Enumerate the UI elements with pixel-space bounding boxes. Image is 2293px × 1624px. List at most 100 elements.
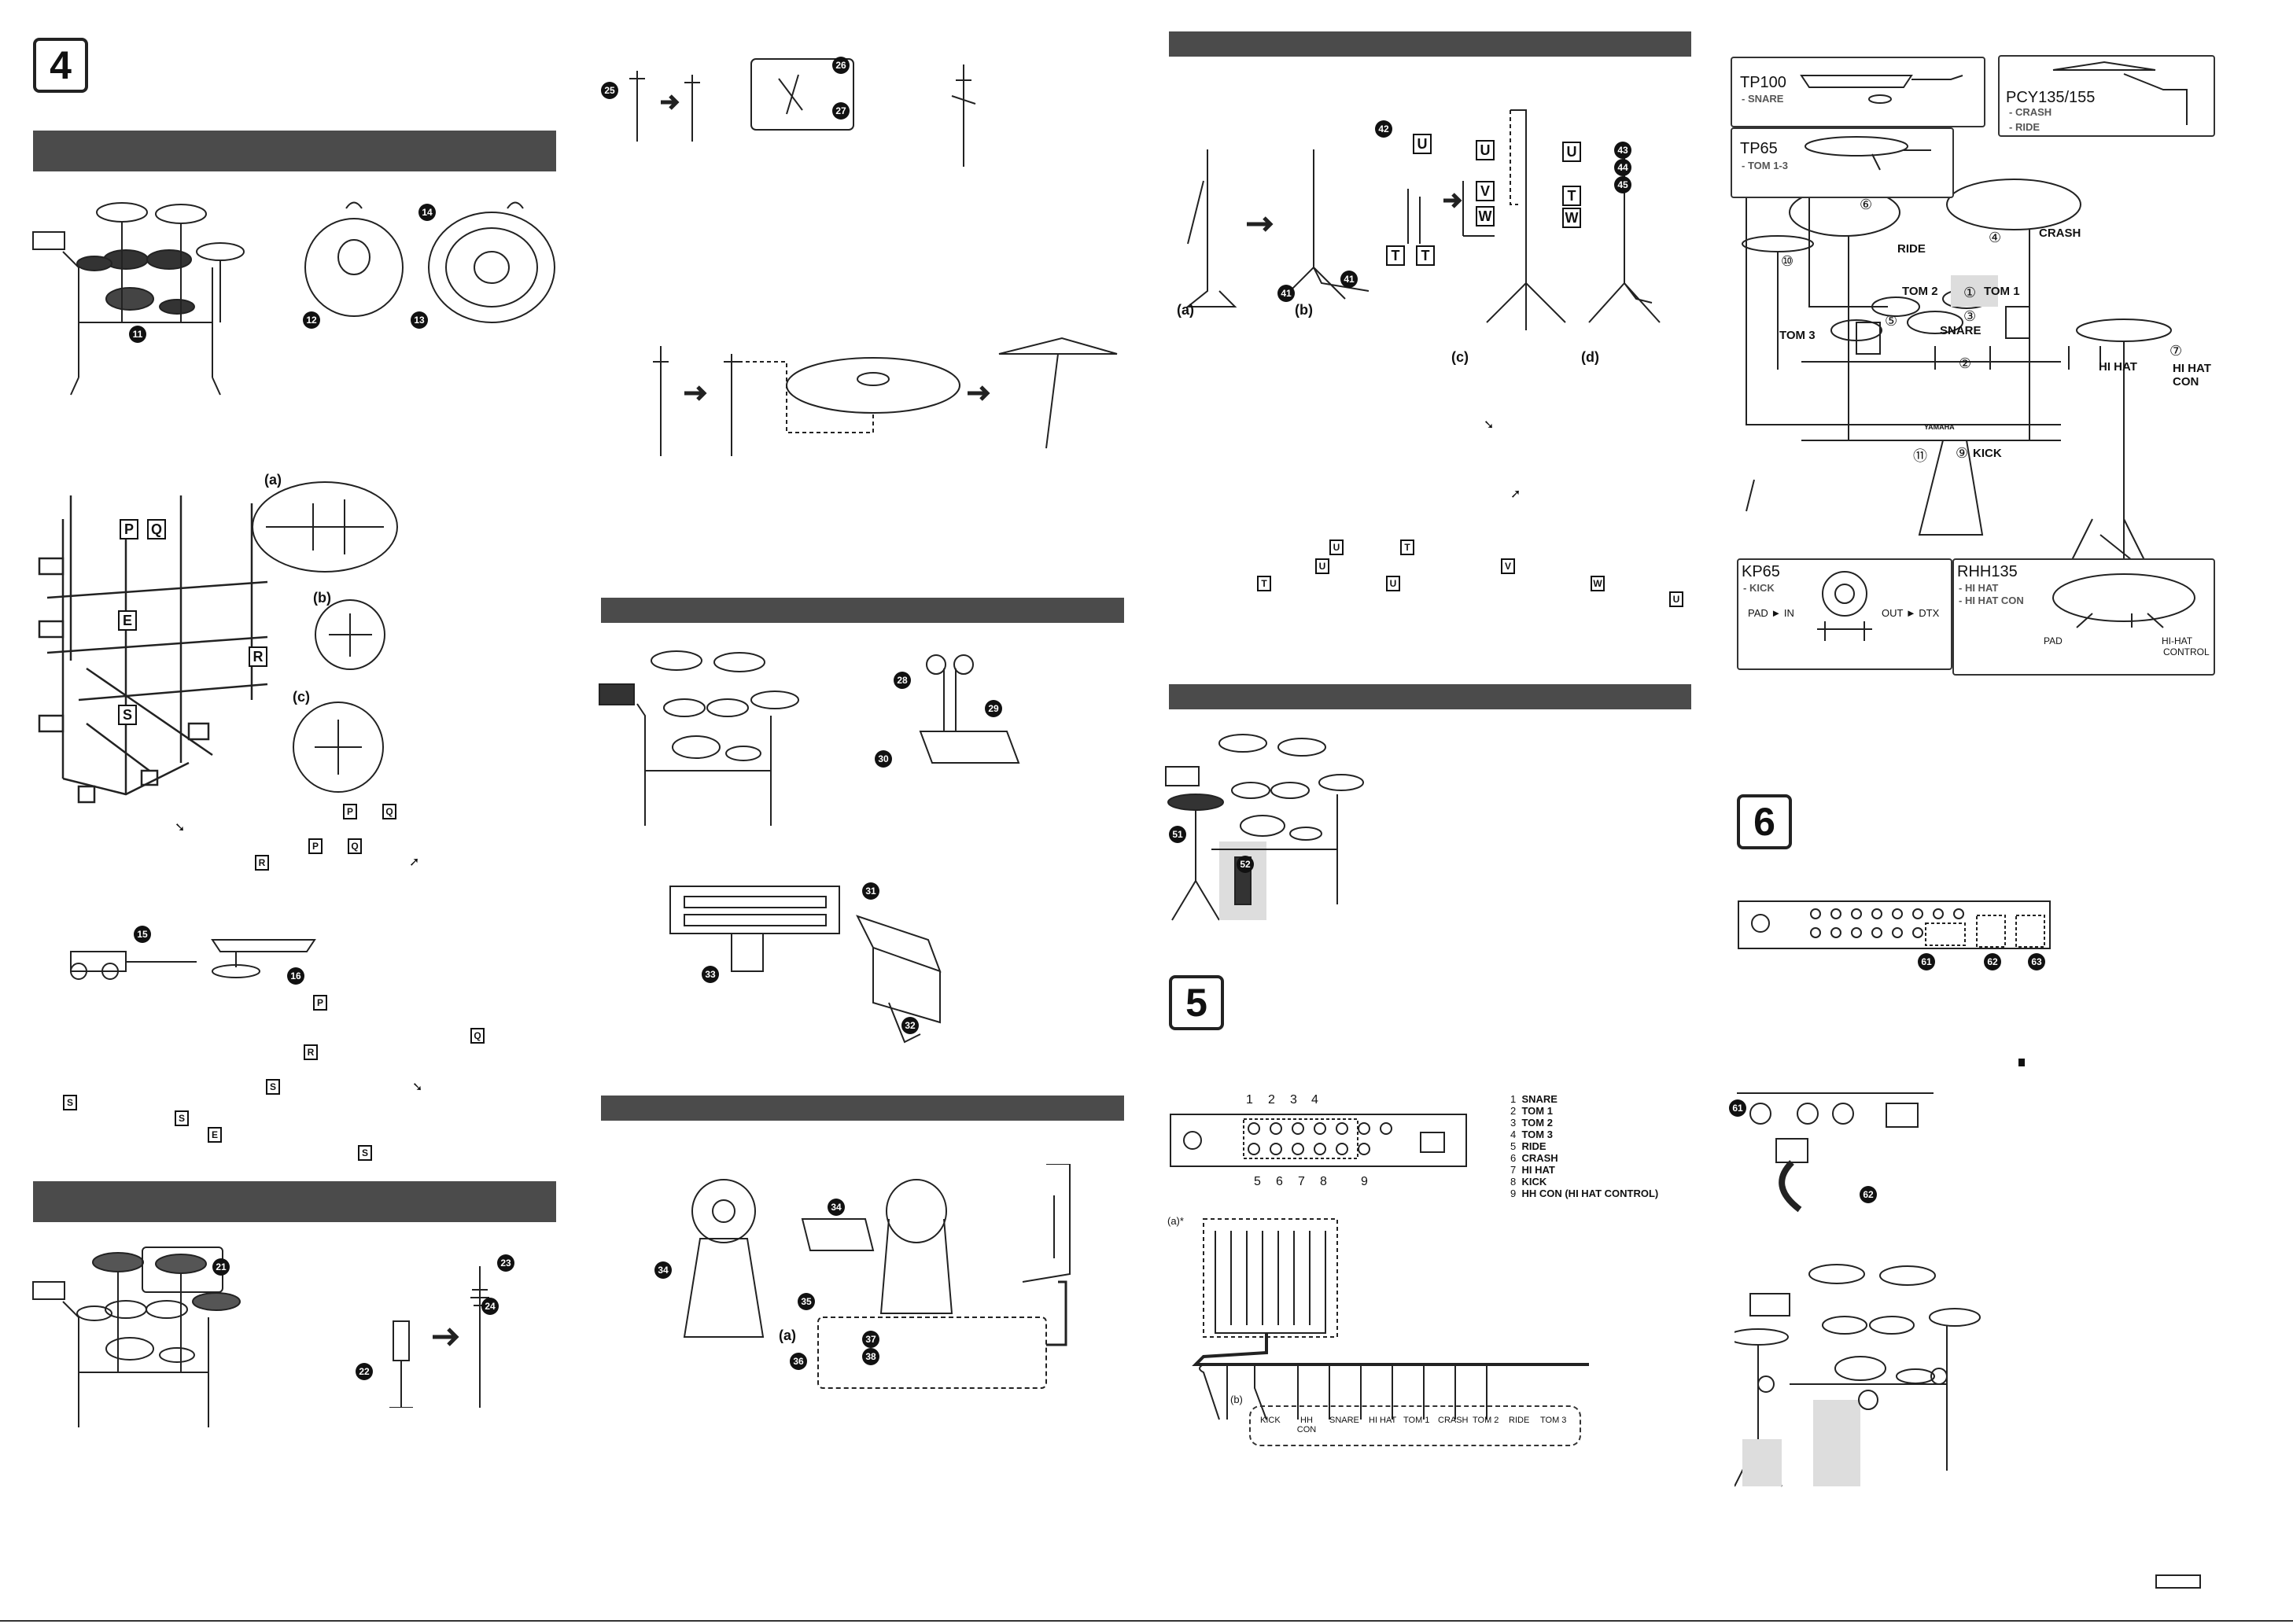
callout-13: 13: [411, 311, 428, 329]
section-bar-4: [601, 1096, 1124, 1121]
callout-12: 12: [303, 311, 320, 329]
callout-32: 32: [901, 1017, 919, 1034]
callout-45: 45: [1614, 176, 1631, 193]
letter-T-ref2: T: [1257, 576, 1271, 591]
arrow-icon-3: ➘: [1484, 418, 1495, 432]
legend-item-5: 5 RIDE: [1510, 1140, 1546, 1152]
label-a-rack: (a): [264, 472, 282, 488]
drum-kit-illustration-3: [598, 637, 802, 845]
callout-26: 26: [832, 57, 850, 74]
legend-item-6: 6 CRASH: [1510, 1152, 1558, 1164]
module-rear-panel: [1737, 900, 2052, 967]
letter-P-ref2: P: [308, 838, 323, 854]
label-a-star: (a)*: [1167, 1215, 1184, 1227]
callout-27: 27: [832, 102, 850, 120]
kit-label-tom2: TOM 2: [1902, 285, 1938, 298]
kit-label-tom1: TOM 1: [1984, 285, 2020, 298]
cymbal-attach-illustration-2: [936, 57, 991, 167]
arrow-icon-4: ➚: [1510, 488, 1521, 501]
letter-Q-ref2: Q: [348, 838, 362, 854]
kit-label-snare: SNARE: [1940, 324, 1981, 337]
callout-62b: 62: [1860, 1186, 1877, 1203]
cable-labels-box: [1249, 1405, 1581, 1446]
callout-36: 36: [790, 1353, 807, 1370]
letter-R-ref1: R: [255, 855, 269, 871]
kp65-in-label: PAD ► IN: [1748, 607, 1794, 619]
rack-assembly-illustration: [31, 464, 433, 810]
cable-label-kick: KICK: [1260, 1416, 1281, 1425]
tp100-sub: - SNARE: [1742, 93, 1784, 105]
letter-Q-ref3: Q: [470, 1028, 485, 1044]
letter-T-d: T: [1562, 186, 1581, 206]
kit-label-tom3: TOM 3: [1779, 329, 1816, 342]
cymbal-holder-illustration: [385, 1250, 519, 1408]
cable-label-tom2: TOM 2: [1473, 1416, 1499, 1425]
callout-63: 63: [2028, 953, 2045, 970]
cable-label-snare: SNARE: [1329, 1416, 1359, 1425]
jack-number-bottom-5: 5: [1254, 1175, 1261, 1188]
rhh-sub-hihat: - HI HAT: [1959, 582, 1999, 594]
panel-tp65: [1731, 127, 1954, 198]
tp65-sub: - TOM 1-3: [1742, 160, 1788, 171]
jack-number-top-1: 1: [1246, 1093, 1253, 1107]
jack-number-top-2: 2: [1268, 1093, 1275, 1107]
label-b-cables: (b): [1230, 1394, 1243, 1405]
rhh-pad-label: PAD: [2044, 635, 2063, 646]
callout-35: 35: [798, 1293, 815, 1310]
drum-kit-illustration-5: [1734, 1250, 1994, 1494]
legend-item-1: 1 SNARE: [1510, 1093, 1558, 1105]
section-bar-1: [33, 131, 556, 171]
kit-label-ride: RIDE: [1897, 242, 1926, 256]
step-6-box: 6: [1737, 794, 1792, 849]
power-cable-illustration: [1737, 1092, 1934, 1217]
callout-37: 37: [862, 1331, 879, 1348]
pcy-title: PCY135/155: [2006, 89, 2096, 106]
letter-T-c2: T: [1416, 245, 1435, 266]
step-4-number: 4: [50, 43, 72, 87]
callout-24: 24: [481, 1298, 499, 1315]
pad-clamp-illustration: [63, 924, 323, 991]
callout-61a: 61: [1918, 953, 1935, 970]
legend-item-8: 8 KICK: [1510, 1176, 1547, 1188]
label-a-kick: (a): [779, 1328, 796, 1343]
panel-kp65: [1737, 558, 1952, 670]
step-6-number: 6: [1753, 800, 1775, 844]
letter-U-c1: U: [1413, 134, 1432, 154]
label-c-hihat: (c): [1451, 349, 1469, 365]
cymbal-attach-illustration-1: [606, 55, 857, 142]
kit-label-kick: KICK: [1973, 447, 2002, 460]
pcy-sub-ride: - RIDE: [2009, 121, 2040, 133]
letter-S-ref2: S: [63, 1095, 77, 1110]
callout-31: 31: [862, 882, 879, 900]
panel-tp100: [1731, 57, 1985, 127]
letter-E-rack: E: [118, 610, 137, 631]
kit-wiring-diagram: [1731, 47, 2218, 676]
jack-number-top-4: 4: [1311, 1093, 1318, 1107]
callout-23: 23: [497, 1254, 514, 1272]
pad-mount-illustration: [299, 193, 559, 326]
section-bar-2: [33, 1181, 556, 1222]
callout-22: 22: [356, 1363, 373, 1380]
kp65-title: KP65: [1742, 563, 1780, 580]
drum-kit-illustration-1: [31, 189, 252, 401]
jack-number-top-3: 3: [1290, 1093, 1297, 1107]
callout-34a: 34: [654, 1261, 672, 1279]
letter-S-ref4: S: [358, 1145, 372, 1161]
rear-panel-illustration: [1169, 1113, 1468, 1168]
letter-W-d: W: [1562, 208, 1581, 228]
letter-U-ref3: U: [1386, 576, 1400, 591]
kit-label-hhcon: HI HAT CON: [2173, 362, 2211, 389]
cable-label-tom3: TOM 3: [1540, 1416, 1567, 1425]
callout-44: 44: [1614, 159, 1631, 176]
kick-pad-stand-illustration: [676, 1164, 1086, 1392]
jack-number-bottom-7: 7: [1298, 1175, 1305, 1188]
callout-38: 38: [862, 1348, 879, 1365]
kit-circle-9: ⑨: [1956, 445, 1969, 461]
letter-P-ref3: P: [313, 995, 327, 1011]
cable-label-crash: CRASH: [1438, 1416, 1469, 1425]
connector-legend: 1 SNARE 2 TOM 1 3 TOM 2 4 TOM 3 5 RIDE 6…: [1510, 1093, 1699, 1199]
kit-circle-3: ③: [1963, 308, 1977, 324]
callout-21: 21: [212, 1258, 230, 1276]
callout-62a: 62: [1984, 953, 2001, 970]
callout-61b: 61: [1729, 1099, 1746, 1117]
